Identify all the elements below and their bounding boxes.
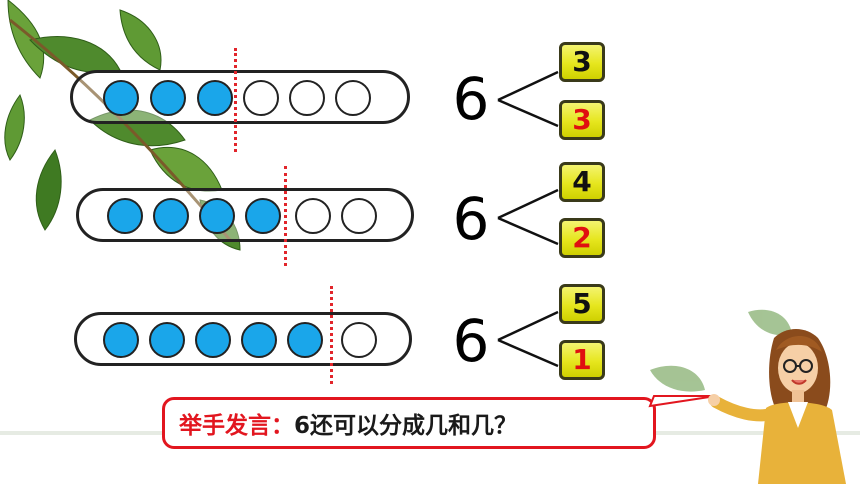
bead-rack-1 — [70, 70, 410, 124]
speech-question: 6还可以分成几和几？ — [294, 413, 518, 439]
split-branch-2 — [497, 188, 559, 246]
part-box-bottom-1: 3 — [559, 100, 605, 140]
bead-empty — [243, 80, 279, 116]
bead-filled — [149, 322, 185, 358]
bead-empty — [341, 198, 377, 234]
bead-filled — [241, 322, 277, 358]
teacher-icon — [708, 329, 846, 484]
bead-filled — [103, 80, 139, 116]
total-number-3: 6 — [452, 307, 490, 375]
part-box-top-1: 3 — [559, 42, 605, 82]
bead-filled — [103, 322, 139, 358]
speech-lead: 举手发言： — [179, 413, 294, 439]
bead-empty — [335, 80, 371, 116]
split-divider-2 — [284, 166, 287, 266]
speech-pointer — [648, 395, 717, 408]
bead-filled — [107, 198, 143, 234]
bead-empty — [289, 80, 325, 116]
part-box-bottom-2: 2 — [559, 218, 605, 258]
bead-filled — [153, 198, 189, 234]
total-number-1: 6 — [452, 65, 490, 133]
bead-empty — [295, 198, 331, 234]
bead-filled — [287, 322, 323, 358]
part-box-bottom-3: 1 — [559, 340, 605, 380]
bead-filled — [197, 80, 233, 116]
bead-filled — [195, 322, 231, 358]
split-divider-3 — [330, 286, 333, 384]
part-box-top-3: 5 — [559, 284, 605, 324]
split-branch-3 — [497, 310, 559, 368]
bead-filled — [199, 198, 235, 234]
bead-empty — [341, 322, 377, 358]
split-divider-1 — [234, 48, 237, 152]
bead-filled — [245, 198, 281, 234]
total-number-2: 6 — [452, 185, 490, 253]
bead-rack-3 — [74, 312, 412, 366]
speech-prompt: 举手发言： 6还可以分成几和几？ — [162, 397, 656, 449]
bead-rack-2 — [76, 188, 414, 242]
split-branch-1 — [497, 70, 559, 128]
part-box-top-2: 4 — [559, 162, 605, 202]
bead-filled — [150, 80, 186, 116]
